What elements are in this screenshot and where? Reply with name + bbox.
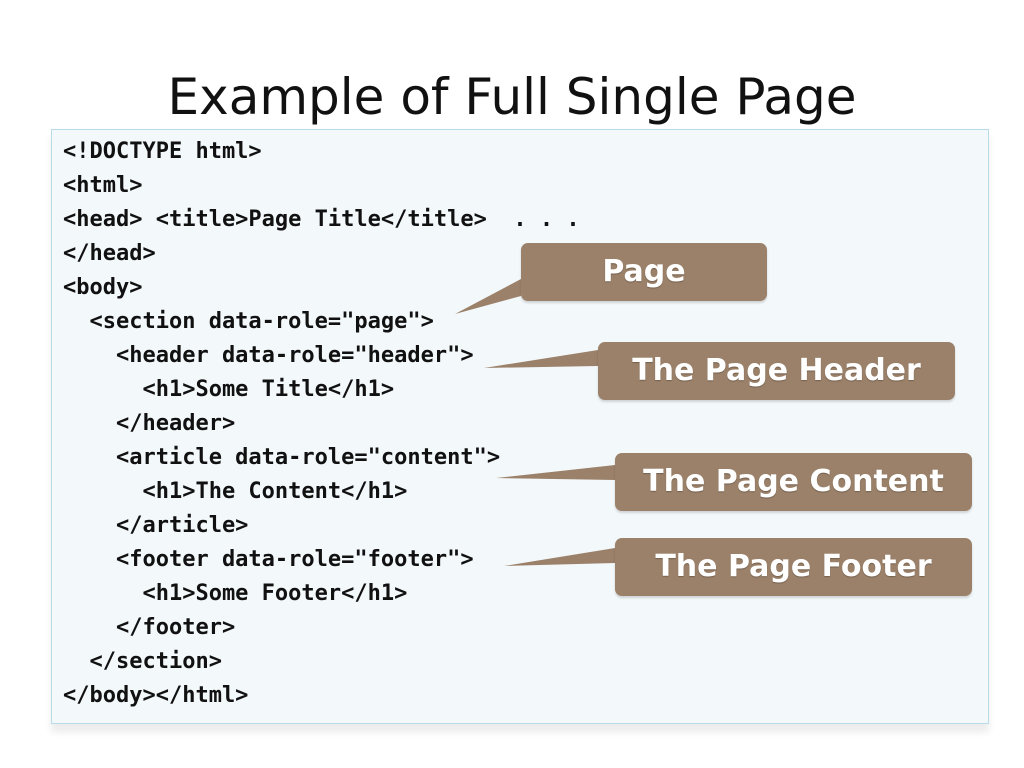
code-line-header-title: <h1>Some Title</h1> bbox=[63, 377, 395, 402]
code-line-content-title: <h1>The Content</h1> bbox=[63, 479, 408, 504]
page-callout: Page bbox=[521, 243, 767, 301]
code-line-header-open: <header data-role="header"> bbox=[63, 343, 474, 368]
code-line-footer-open: <footer data-role="footer"> bbox=[63, 547, 474, 572]
slide-title: Example of Full Single Page bbox=[167, 68, 857, 126]
code-line-footer-title: <h1>Some Footer</h1> bbox=[63, 581, 408, 606]
code-line-section-open: <section data-role="page"> bbox=[63, 309, 434, 334]
page-callout-label: Page bbox=[602, 254, 686, 289]
code-line-head-title: <head> <title>Page Title</title> . . . bbox=[63, 207, 580, 232]
code-line-section-close: </section> bbox=[63, 649, 222, 674]
code-line-body-html-close: </body></html> bbox=[63, 683, 249, 708]
code-example-panel bbox=[51, 129, 989, 724]
code-line-footer-close: </footer> bbox=[63, 615, 236, 640]
page-content-callout-label: The Page Content bbox=[643, 464, 944, 499]
code-line-body-open: <body> bbox=[63, 275, 143, 300]
code-line-html-open: <html> bbox=[63, 173, 143, 198]
code-line-article-open: <article data-role="content"> bbox=[63, 445, 501, 470]
code-line-doctype: <!DOCTYPE html> bbox=[63, 139, 262, 164]
code-line-header-close: </header> bbox=[63, 411, 236, 436]
page-footer-callout-label: The Page Footer bbox=[655, 549, 932, 584]
page-header-callout-label: The Page Header bbox=[632, 353, 921, 388]
code-line-head-close: </head> bbox=[63, 241, 156, 266]
page-content-callout: The Page Content bbox=[615, 453, 972, 511]
page-header-callout: The Page Header bbox=[598, 342, 955, 400]
code-line-article-close: </article> bbox=[63, 513, 249, 538]
page-footer-callout: The Page Footer bbox=[615, 538, 972, 596]
